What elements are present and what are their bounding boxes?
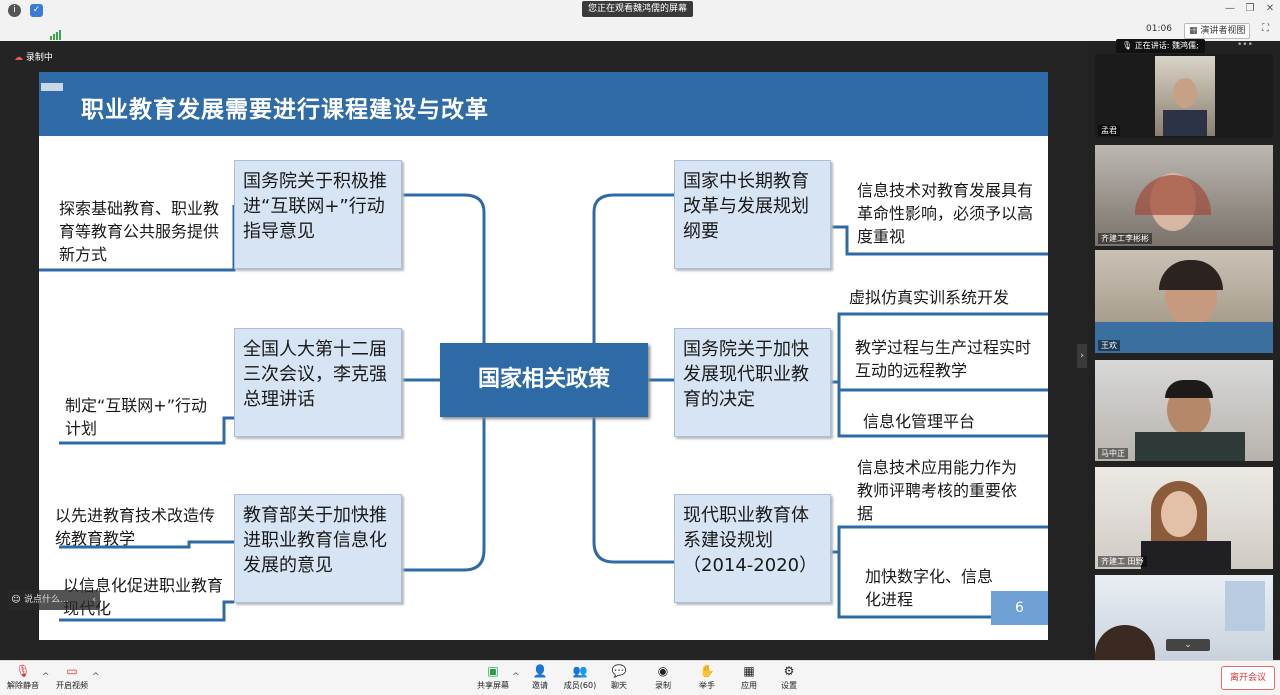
viewing-screen-badge: 您正在观看魏鸿儒的屏幕 (582, 1, 694, 17)
meeting-timer: 01:06 (1146, 24, 1172, 34)
mic-icon: 🎙 (1122, 41, 1133, 50)
more-options-icon[interactable]: ••• (1237, 40, 1253, 50)
slide-page-number: 6 (991, 591, 1048, 625)
mic-muted-icon: 🎙 (15, 664, 31, 678)
start-video-button[interactable]: ▭ 开启视频 (54, 664, 90, 691)
slide-header: 职业教育发展需要进行课程建设与改革 (39, 72, 1048, 136)
meeting-toolbar (0, 660, 1280, 695)
apps-grid-icon: ▦ (743, 664, 755, 678)
video-tile[interactable]: 王欢 (1095, 250, 1273, 353)
leaf-text: 虚拟仿真实训系统开发 (849, 288, 1010, 307)
speaking-indicator: 🎙 正在讲话: 魏鸿儒; (1116, 39, 1205, 53)
video-tile[interactable]: 齐建工李彬彬 (1095, 145, 1273, 246)
hand-icon: ✋ (699, 664, 715, 678)
unmute-button[interactable]: 🎙 解除静音 (6, 664, 40, 691)
raise-hand-button[interactable]: ✋ 举手 (694, 664, 720, 691)
policy-box-internet-plus-guidance: 国务院关于积极推进“互联网+”行动指导意见 (234, 160, 402, 269)
leaf-text: 教学过程与生产过程实时互动的远程教学 (855, 338, 1032, 380)
security-shield-icon[interactable]: ✓ (30, 4, 43, 17)
chevron-up-icon[interactable]: ^ (512, 672, 520, 682)
settings-label: 设置 (781, 681, 797, 690)
apps-label: 应用 (741, 681, 757, 690)
speaking-label: 正在讲话: 魏鸿儒; (1134, 41, 1199, 50)
participant-video (1155, 56, 1215, 136)
emoji-icon[interactable]: ☺ (11, 595, 21, 605)
scroll-down-icon[interactable]: ⌄ (1166, 639, 1210, 651)
policy-box-system-plan: 现代职业教育体系建设规划（2014-2020） (674, 494, 831, 603)
info-icon[interactable]: i (8, 4, 21, 17)
view-mode-switch[interactable]: ▦ 演讲者视图 (1184, 23, 1251, 39)
settings-button[interactable]: ⚙ 设置 (776, 664, 802, 691)
video-off-icon: ▭ (66, 664, 78, 678)
participant-name: 齐建工李彬彬 (1098, 233, 1152, 244)
signal-icon[interactable] (50, 25, 62, 40)
collapse-panel-icon[interactable]: › (1077, 344, 1087, 368)
leaf-text: 信息技术对教育发展具有革命性影响，必须予以高度重视 (857, 181, 1034, 246)
policy-box-npc-speech: 全国人大第十二届三次会议，李克强总理讲话 (234, 328, 402, 437)
participant-name: 齐建工 田野 (1098, 556, 1147, 567)
central-node: 国家相关政策 (440, 343, 648, 417)
policy-box-long-term-plan: 国家中长期教育改革与发展规划纲要 (674, 160, 831, 269)
close-icon[interactable]: ✕ (1265, 3, 1275, 14)
video-tile[interactable]: 马中正 (1095, 360, 1273, 461)
header-decoration (41, 83, 63, 91)
members-icon: 👥 (572, 664, 588, 678)
members-button[interactable]: 👥 成员(60) (562, 664, 598, 691)
chat-placeholder: 说点什么... (24, 595, 69, 605)
members-label: 成员(60) (563, 681, 597, 690)
leave-meeting-button[interactable]: 离开会议 (1221, 666, 1275, 690)
share-screen-label: 共享屏幕 (477, 681, 509, 690)
start-video-label: 开启视频 (56, 681, 88, 690)
invite-label: 邀请 (532, 681, 548, 690)
minimize-icon[interactable]: — (1225, 3, 1235, 14)
share-screen-button[interactable]: ▣ 共享屏幕 (474, 664, 512, 691)
record-button[interactable]: ◉ 录制 (650, 664, 676, 691)
cloud-record-icon: ☁ (14, 53, 23, 63)
chevron-left-icon[interactable]: ‹ (92, 595, 96, 605)
leaf-text: 探索基础教育、职业教育等教育公共服务提供新方式 (59, 199, 220, 264)
restore-icon[interactable]: ❐ (1245, 3, 1255, 14)
invite-user-icon: 👤 (532, 664, 548, 678)
chevron-up-icon[interactable]: ^ (92, 672, 100, 682)
presentation-slide: 职业教育发展需要进行课程建设与改革 国务院关于积 (39, 72, 1048, 640)
apps-button[interactable]: ▦ 应用 (736, 664, 762, 691)
participant-name: 孟君 (1098, 125, 1120, 136)
chat-bubble-icon: 💬 (611, 664, 627, 678)
leaf-text: 制定“互联网+”行动计划 (65, 396, 207, 438)
leaf-text: 信息化管理平台 (863, 412, 976, 431)
chat-input-overlay[interactable]: ☺说点什么... ‹ (8, 590, 100, 610)
gear-icon: ⚙ (783, 664, 795, 678)
view-mode-label: 演讲者视图 (1200, 26, 1246, 36)
video-tile[interactable]: 齐建工 田野 (1095, 467, 1273, 569)
raise-hand-label: 举手 (699, 681, 715, 690)
meeting-info-bar (0, 20, 1280, 41)
share-screen-icon: ▣ (487, 664, 499, 678)
fullscreen-icon[interactable]: ⛶ (1262, 23, 1269, 34)
record-icon: ◉ (657, 664, 669, 678)
mindmap-connectors (39, 193, 1048, 622)
leaf-text: 信息技术应用能力作为教师评聘考核的重要依据 (857, 458, 1018, 523)
chevron-up-icon[interactable]: ^ (42, 672, 50, 682)
chat-button[interactable]: 💬 聊天 (606, 664, 632, 691)
record-label: 录制 (655, 681, 671, 690)
recording-label: 录制中 (25, 53, 53, 63)
leaf-text: 加快数字化、信息化进程 (865, 567, 994, 609)
participant-name: 王欢 (1098, 340, 1120, 351)
participant-name: 马中正 (1098, 448, 1128, 459)
recording-indicator: ☁ 录制中 (14, 50, 53, 63)
unmute-label: 解除静音 (7, 681, 39, 690)
leaf-text: 以先进教育技术改造传统教育教学 (55, 506, 216, 548)
video-tile[interactable]: 孟君 (1095, 54, 1273, 138)
policy-box-moe-informatization: 教育部关于加快推进职业教育信息化发展的意见 (234, 494, 402, 603)
invite-button[interactable]: 👤 邀请 (526, 664, 554, 691)
policy-box-state-council-decision: 国务院关于加快发展现代职业教育的决定 (674, 328, 831, 437)
slide-title: 职业教育发展需要进行课程建设与改革 (81, 97, 489, 123)
chat-label: 聊天 (611, 681, 627, 690)
